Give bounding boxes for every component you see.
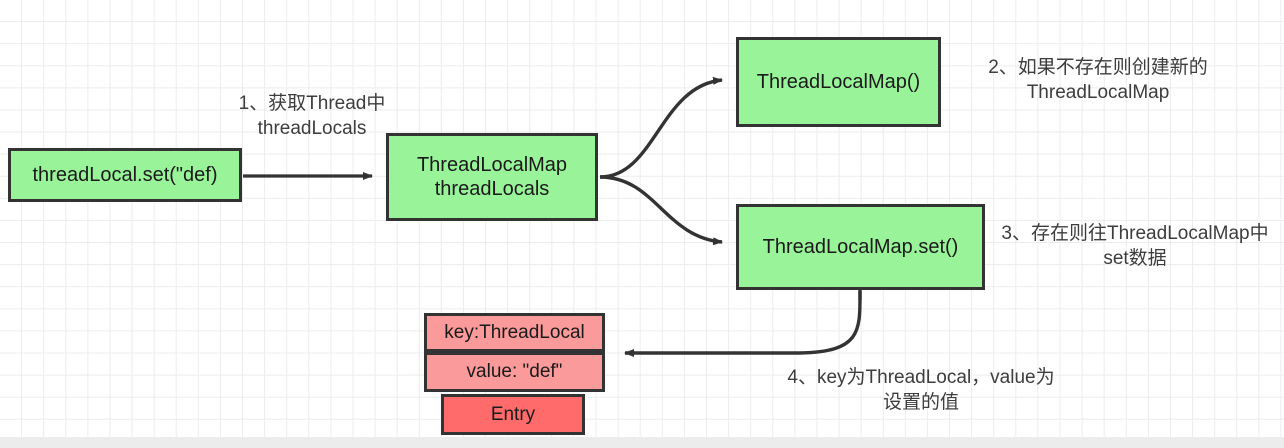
node-threadlocal-set[interactable]: threadLocal.set("def) — [8, 148, 242, 202]
edge-threadlocals-to-map-new — [599, 76, 723, 179]
annotation-step-1: 1、获取Thread中 threadLocals — [238, 93, 386, 139]
annotation-step-4: 4、key为ThreadLocal，value为 设置的值 — [787, 367, 1055, 413]
node-threadlocalmap-set[interactable]: ThreadLocalMap.set() — [736, 204, 985, 290]
node-threadlocalmap-constructor[interactable]: ThreadLocalMap() — [736, 37, 941, 127]
bottom-edge-band — [0, 437, 1284, 448]
node-entry-key-row[interactable]: key:ThreadLocal — [424, 313, 605, 352]
edge-map-set-to-entry — [624, 290, 862, 357]
node-threadlocalmap-threadlocals[interactable]: ThreadLocalMap threadLocals — [386, 133, 598, 221]
annotation-step-2: 2、如果不存在则创建新的 ThreadLocalMap — [988, 57, 1208, 103]
annotation-step-3: 3、存在则往ThreadLocalMap中 set数据 — [1001, 223, 1269, 269]
node-entry-label[interactable]: Entry — [441, 394, 585, 435]
node-entry-value-row[interactable]: value: "def" — [424, 352, 605, 392]
edge-threadlocals-to-map-set — [599, 175, 723, 246]
